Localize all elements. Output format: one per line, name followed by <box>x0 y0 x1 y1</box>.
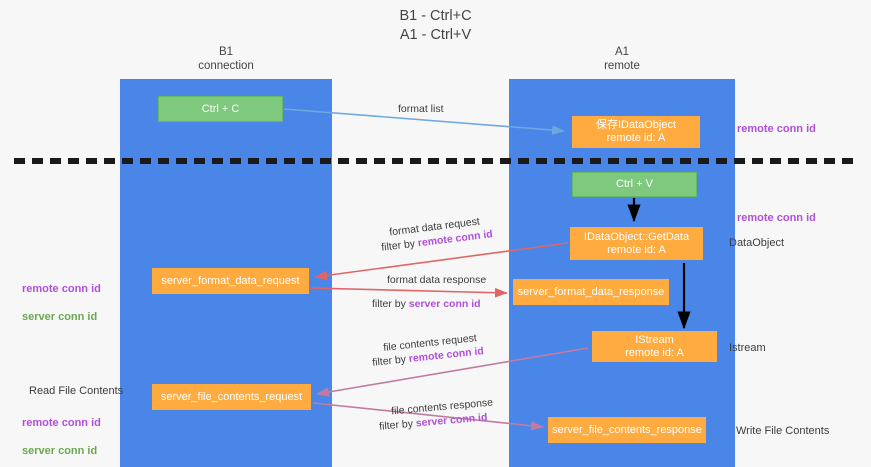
label-conn-ids-upper: remote conn id server conn id <box>22 268 101 338</box>
label-conn-ids-lower: remote conn id server conn id <box>22 402 101 467</box>
filter-prefix: filter by <box>378 417 417 433</box>
node-server-file-contents-response[interactable]: server_file_contents_response <box>548 417 706 443</box>
page-title: B1 - Ctrl+C A1 - Ctrl+V <box>399 8 472 43</box>
node-istream[interactable]: IStream remote id: A <box>592 331 717 362</box>
node-idataobject-getdata[interactable]: IDataObject::GetData remote id: A <box>570 227 703 260</box>
node-server-format-data-response[interactable]: server_format_data_response <box>513 279 669 305</box>
label-server-conn-id-left-2: server conn id <box>22 445 98 457</box>
label-read-file-contents: Read File Contents <box>29 385 124 397</box>
node-ctrl-v[interactable]: Ctrl + V <box>572 172 697 197</box>
edge-label-format-data-response: format data response <box>387 274 487 286</box>
edge-label-format-data-response-filter: filter by server conn id <box>372 297 481 311</box>
filter-key: server conn id <box>408 298 481 310</box>
edge-label-format-list: format list <box>398 103 444 115</box>
label-istream: Istream <box>729 342 766 354</box>
label-remote-conn-id-left: remote conn id <box>22 283 101 295</box>
label-remote-conn-id-top: remote conn id <box>737 123 816 135</box>
node-dataobject-store[interactable]: 保存IDataObject remote id: A <box>572 116 700 148</box>
lane-header-a1: A1 remote <box>604 46 640 72</box>
filter-prefix: filter by <box>380 237 419 254</box>
filter-prefix: filter by <box>372 298 409 310</box>
node-ctrl-c[interactable]: Ctrl + C <box>158 96 283 122</box>
label-dataobject: DataObject <box>729 237 785 249</box>
label-write-file-contents: Write File Contents <box>736 425 830 437</box>
label-remote-conn-id-mid: remote conn id <box>737 212 816 224</box>
node-server-format-data-request[interactable]: server_format_data_request <box>152 268 309 294</box>
lane-header-b1: B1 connection <box>198 46 254 72</box>
node-server-file-contents-request[interactable]: server_file_contents_request <box>152 384 311 410</box>
filter-prefix: filter by <box>371 353 410 369</box>
label-server-conn-id-left: server conn id <box>22 311 98 323</box>
label-remote-conn-id-left-2: remote conn id <box>22 417 101 429</box>
edge-format-data-response <box>309 287 508 298</box>
